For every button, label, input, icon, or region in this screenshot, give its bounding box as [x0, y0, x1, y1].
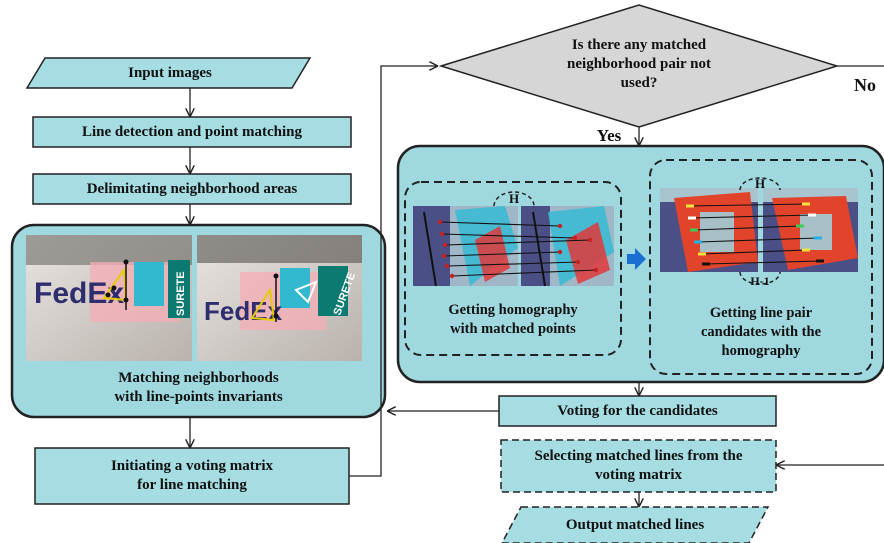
- no-label: No: [854, 74, 876, 95]
- voting-shape: [498, 395, 777, 427]
- h-label-top: H: [754, 175, 766, 191]
- output-label: Output matched lines: [565, 516, 705, 533]
- homography-photo-left: [413, 206, 518, 287]
- h-inverse-arc: [739, 271, 781, 285]
- decision-label: Is there any matched neighborhood pair n…: [567, 36, 711, 91]
- homography-match-lines: [439, 221, 597, 277]
- selecting-shape: [500, 439, 777, 493]
- delimitating-label: Delimitating neighborhood areas: [86, 180, 298, 197]
- line-pair-photo-right: [763, 188, 858, 272]
- svg-text:FedEx: FedEx: [34, 277, 124, 310]
- homography-photo-right: [521, 206, 614, 287]
- initiating-voting-shape: [34, 447, 350, 505]
- output-shape: [501, 506, 770, 543]
- voting-label: Voting for the candidates: [557, 402, 718, 419]
- matching-neighborhoods-label: Matching neighborhoods with line-points …: [114, 370, 283, 405]
- line-pair-match-lines: [689, 203, 821, 265]
- getting-line-pair-label: Getting line pair candidates with the ho…: [700, 304, 822, 359]
- delimitating-shape: [32, 173, 352, 205]
- fedex-photo-left: FedEx: [26, 235, 192, 361]
- homography-subpanel: [404, 181, 622, 356]
- h-label: H: [508, 190, 520, 206]
- selecting-label: Selecting matched lines from the voting …: [534, 448, 743, 483]
- input-images-shape: [25, 57, 312, 89]
- h-inverse-label: H-1: [750, 273, 770, 288]
- line-pair-subpanel: [649, 159, 873, 375]
- fedex-photo-right: FedEx: [197, 235, 362, 361]
- homography-match-points: [437, 219, 599, 279]
- getting-homography-label: Getting homography with matched points: [448, 302, 578, 337]
- line-pair-segments: [686, 202, 824, 266]
- line-pair-photo-left: [660, 188, 758, 272]
- h-arc-top: [739, 177, 781, 191]
- yes-label: Yes: [596, 125, 622, 145]
- transition-arrow-icon: [627, 248, 646, 270]
- input-images-label: Input images: [128, 64, 212, 81]
- line-detection-shape: [32, 116, 352, 148]
- initiating-voting-label: Initiating a voting matrix for line matc…: [110, 458, 274, 493]
- edge-initiating-to-decision: [349, 66, 437, 477]
- line-detection-label: Line detection and point matching: [81, 123, 303, 140]
- svg-text:FedEx: FedEx: [204, 296, 283, 326]
